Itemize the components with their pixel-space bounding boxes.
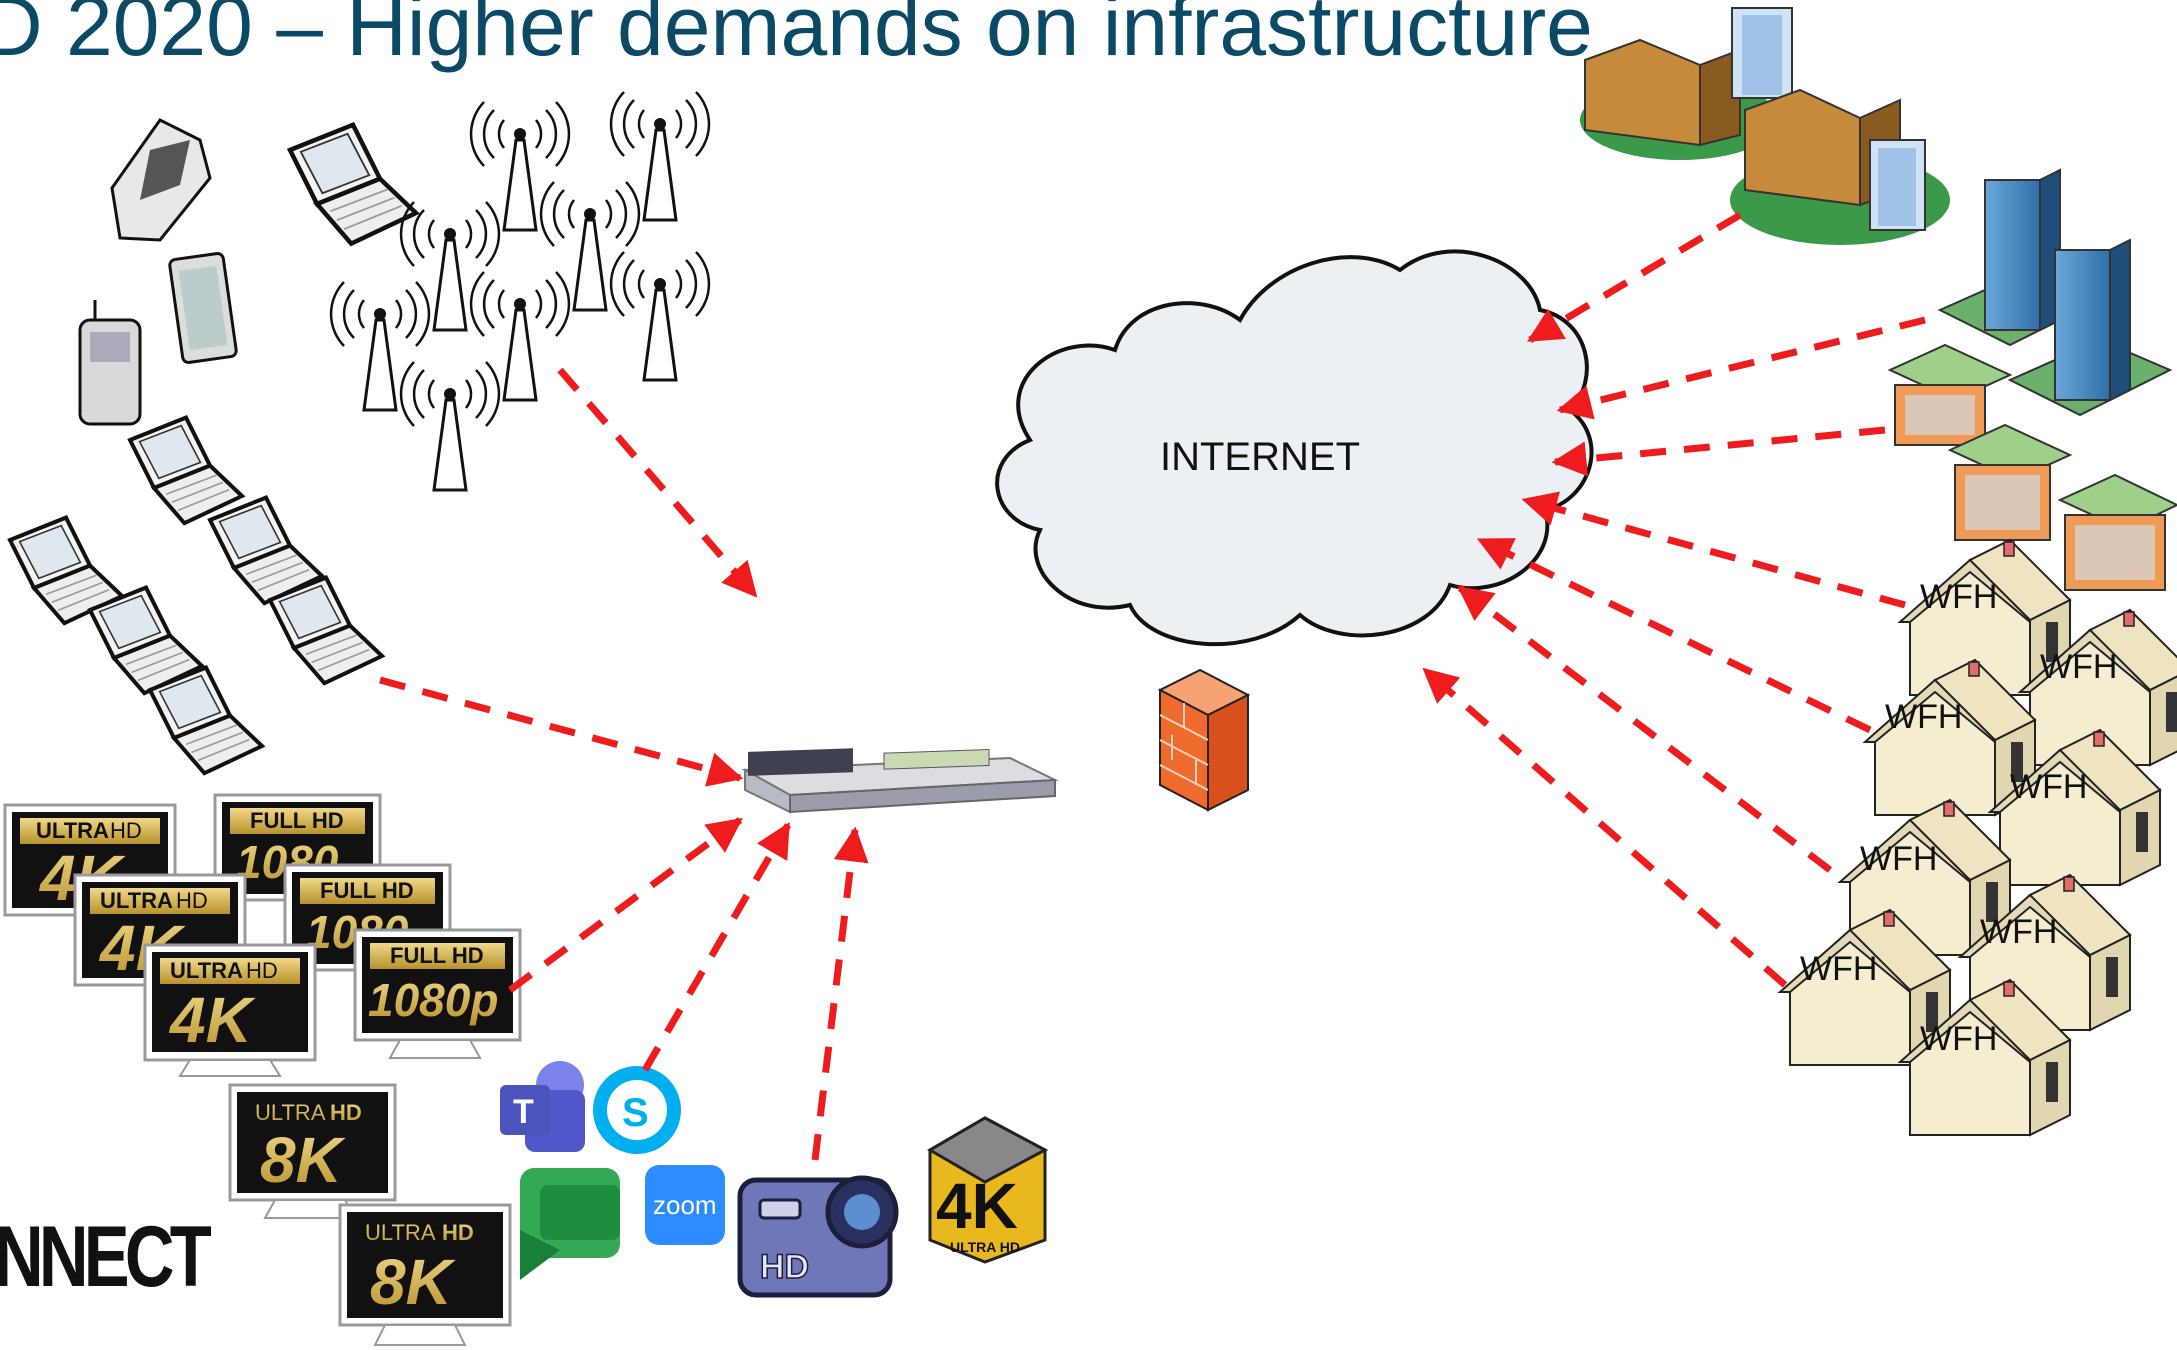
tablet-icon <box>168 252 238 364</box>
arrow-wfh-to-cloud <box>1457 585 1833 873</box>
laptop-icon <box>290 125 416 244</box>
svg-text:zoom: zoom <box>653 1190 717 1220</box>
svg-text:WFH: WFH <box>1980 913 2057 951</box>
svg-text:WFH: WFH <box>1920 1020 1997 1058</box>
svg-text:8K: 8K <box>370 1246 457 1318</box>
svg-text:ULTRA: ULTRA <box>36 818 109 843</box>
arrow-wfh-to-cloud <box>1521 491 1906 609</box>
svg-text:4K: 4K <box>936 1170 1018 1242</box>
svg-text:ULTRA: ULTRA <box>365 1220 436 1245</box>
office-building-icon <box>1730 88 1950 245</box>
svg-text:HD: HD <box>110 818 142 843</box>
svg-text:WFH: WFH <box>1920 578 1997 616</box>
svg-text:8K: 8K <box>260 1124 347 1196</box>
house-icon: WFH <box>1899 979 2071 1136</box>
cell-tower-icon <box>609 90 711 222</box>
svg-text:HD: HD <box>330 1100 362 1125</box>
office-building-icon <box>1580 7 1793 160</box>
svg-text:WFH: WFH <box>1800 950 1877 988</box>
cell-tower-icon <box>469 270 571 402</box>
arrows <box>379 211 1926 1161</box>
svg-text:HD: HD <box>176 888 208 913</box>
arrow-wfh-to-cloud <box>1422 667 1788 988</box>
cloud-icon: INTERNET <box>995 249 1594 647</box>
arrow-monitors-to-switch <box>507 817 743 993</box>
svg-text:1080p: 1080p <box>368 974 498 1026</box>
firewall-icon <box>1157 668 1251 812</box>
apartment-icon <box>2057 473 2177 591</box>
apartment-icon <box>1887 343 2013 446</box>
arrow-apps-to-switch <box>641 821 792 1072</box>
svg-text:ULTRA: ULTRA <box>100 888 173 913</box>
google-chat-icon <box>520 1168 620 1280</box>
svg-text:WFH: WFH <box>1885 698 1962 736</box>
camera-icon: HD <box>737 1175 899 1298</box>
full-hd-1080-badge: FULL HD 1080 <box>283 863 452 972</box>
cell-tower-icon <box>399 360 501 492</box>
arrow-skyscrapers-to-cloud <box>1556 316 1926 420</box>
svg-text:S: S <box>622 1091 649 1135</box>
house-icon: WFH <box>1989 729 2161 886</box>
mobile-phone-icon <box>78 300 142 426</box>
4k-box-icon: 4K ULTRA HD <box>927 1116 1049 1264</box>
skyscraper-icon <box>2007 238 2173 417</box>
svg-text:HD: HD <box>442 1220 474 1245</box>
cell-tower-icon <box>609 250 711 382</box>
house-icon: WFH <box>1839 799 2011 956</box>
laptop-icon <box>130 418 242 524</box>
svg-text:WFH: WFH <box>2010 768 2087 806</box>
house-icon: WFH <box>2019 609 2177 766</box>
arrow-wfh-to-cloud <box>1476 536 1872 734</box>
svg-text:ULTRA: ULTRA <box>255 1100 326 1125</box>
zoom-icon: zoom <box>645 1165 725 1245</box>
full-hd-1080p-badge: FULL HD 1080p <box>353 928 522 1059</box>
skype-icon: S <box>593 1066 681 1154</box>
switch-icon <box>741 748 1059 814</box>
mobile-phone-icon <box>110 118 212 242</box>
svg-text:FULL HD: FULL HD <box>320 878 414 903</box>
arrow-towers-to-switch <box>557 367 758 598</box>
svg-text:T: T <box>513 1093 534 1131</box>
svg-text:WFH: WFH <box>2040 648 2117 686</box>
apartment-icon <box>1947 423 2073 541</box>
logo-text: NNECT <box>0 1209 212 1305</box>
ultra-hd-8k-badge: ULTRA HD 8K <box>338 1203 512 1346</box>
svg-text:HD: HD <box>760 1248 809 1286</box>
arrow-laptops-to-switch <box>379 676 744 787</box>
svg-text:FULL HD: FULL HD <box>250 808 344 833</box>
svg-text:4K: 4K <box>168 984 257 1056</box>
svg-text:ULTRA HD: ULTRA HD <box>950 1239 1020 1255</box>
svg-text:FULL HD: FULL HD <box>390 943 484 968</box>
svg-text:ULTRA: ULTRA <box>170 958 243 983</box>
laptop-icon <box>150 668 262 774</box>
ultra-hd-4k-badge: ULTRA HD 4K <box>143 943 317 1077</box>
arrow-apartments-to-cloud <box>1551 426 1886 477</box>
ultra-hd-8k-badge: ULTRA HD 8K <box>228 1083 397 1219</box>
laptop-icon <box>270 578 382 684</box>
house-icon: WFH <box>1779 909 1951 1066</box>
house-icon: WFH <box>1959 874 2131 1031</box>
cloud-label: INTERNET <box>1160 435 1360 479</box>
house-icon: WFH <box>1864 659 2036 816</box>
slide-title: D 2020 – Higher demands on infrastructur… <box>0 0 1593 73</box>
svg-text:WFH: WFH <box>1860 840 1937 878</box>
svg-text:HD: HD <box>246 958 278 983</box>
house-icon: WFH <box>1899 539 2071 696</box>
teams-icon: T <box>500 1061 585 1152</box>
arrow-camera-to-switch <box>811 826 869 1161</box>
